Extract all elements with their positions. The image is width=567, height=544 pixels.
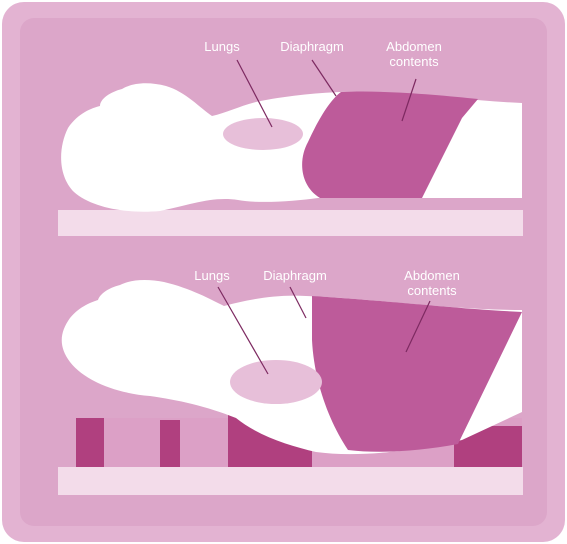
label-line: Abdomen — [404, 268, 460, 283]
label-line: contents — [389, 54, 439, 69]
diaphragm-label: Diaphragm — [263, 268, 327, 283]
support-surface — [58, 467, 523, 495]
label-line: contents — [407, 283, 457, 298]
pillow-stripe — [76, 418, 104, 467]
label-line: Abdomen — [386, 39, 442, 54]
lungs-region — [230, 360, 322, 404]
diaphragm-label: Diaphragm — [280, 39, 344, 54]
lungs-region — [223, 118, 303, 150]
lungs-label: Lungs — [204, 39, 240, 54]
support-surface — [58, 210, 523, 236]
pillow-stripe — [160, 420, 180, 467]
lungs-label: Lungs — [194, 268, 230, 283]
